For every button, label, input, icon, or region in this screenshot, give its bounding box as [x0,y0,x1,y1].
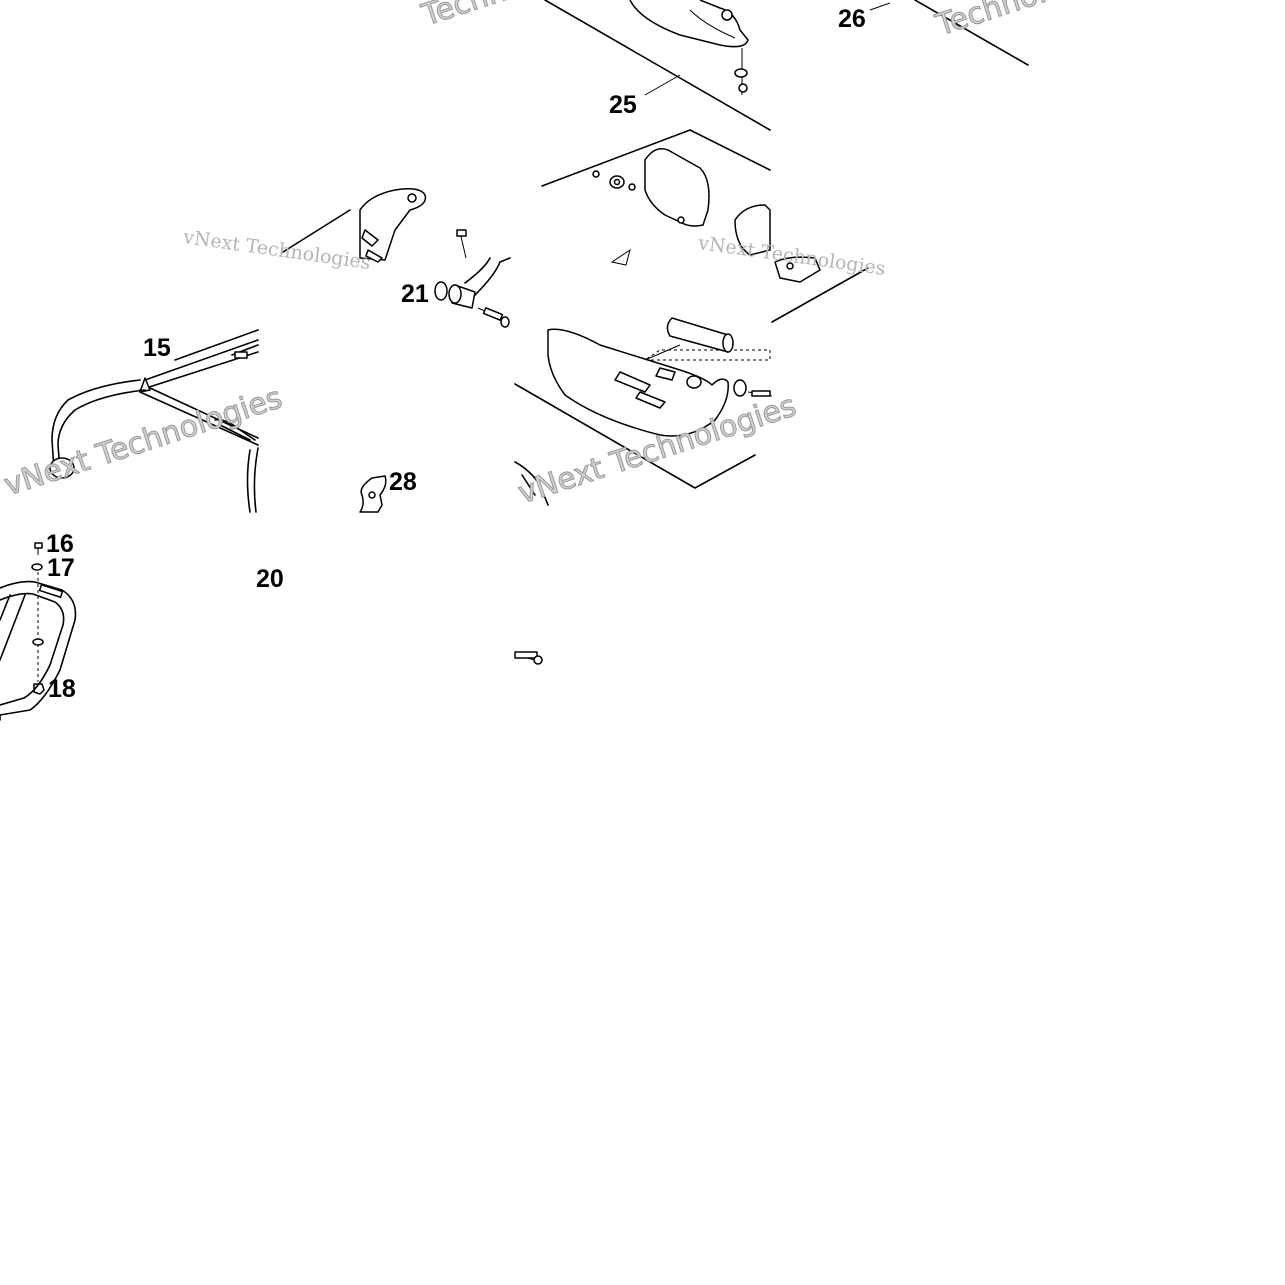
callout-26: 26 [838,5,866,33]
handguard-lower-assembly [514,317,773,489]
plane-line-26 [914,0,1029,66]
callout-17: 17 [47,554,75,582]
bar-end-21 [434,257,511,328]
callout-20: 20 [256,565,284,593]
plate-assembly [541,129,771,266]
leader-25 [644,74,681,96]
bracket-left-assembly [282,188,467,263]
right-middle-assembly [734,204,869,323]
callout-18: 18 [48,675,76,703]
handguard-top-assembly [544,0,771,131]
bracket-28 [359,475,387,513]
callout-25: 25 [609,91,637,119]
lower-fragment [514,461,549,665]
callout-15: 15 [143,334,171,362]
callout-16: 16 [46,530,74,558]
rack-15 [49,329,259,513]
callout-21: 21 [401,280,429,308]
callout-28: 28 [389,468,417,496]
rack-hardware-16-18 [0,542,77,721]
leader-26 [869,2,891,11]
